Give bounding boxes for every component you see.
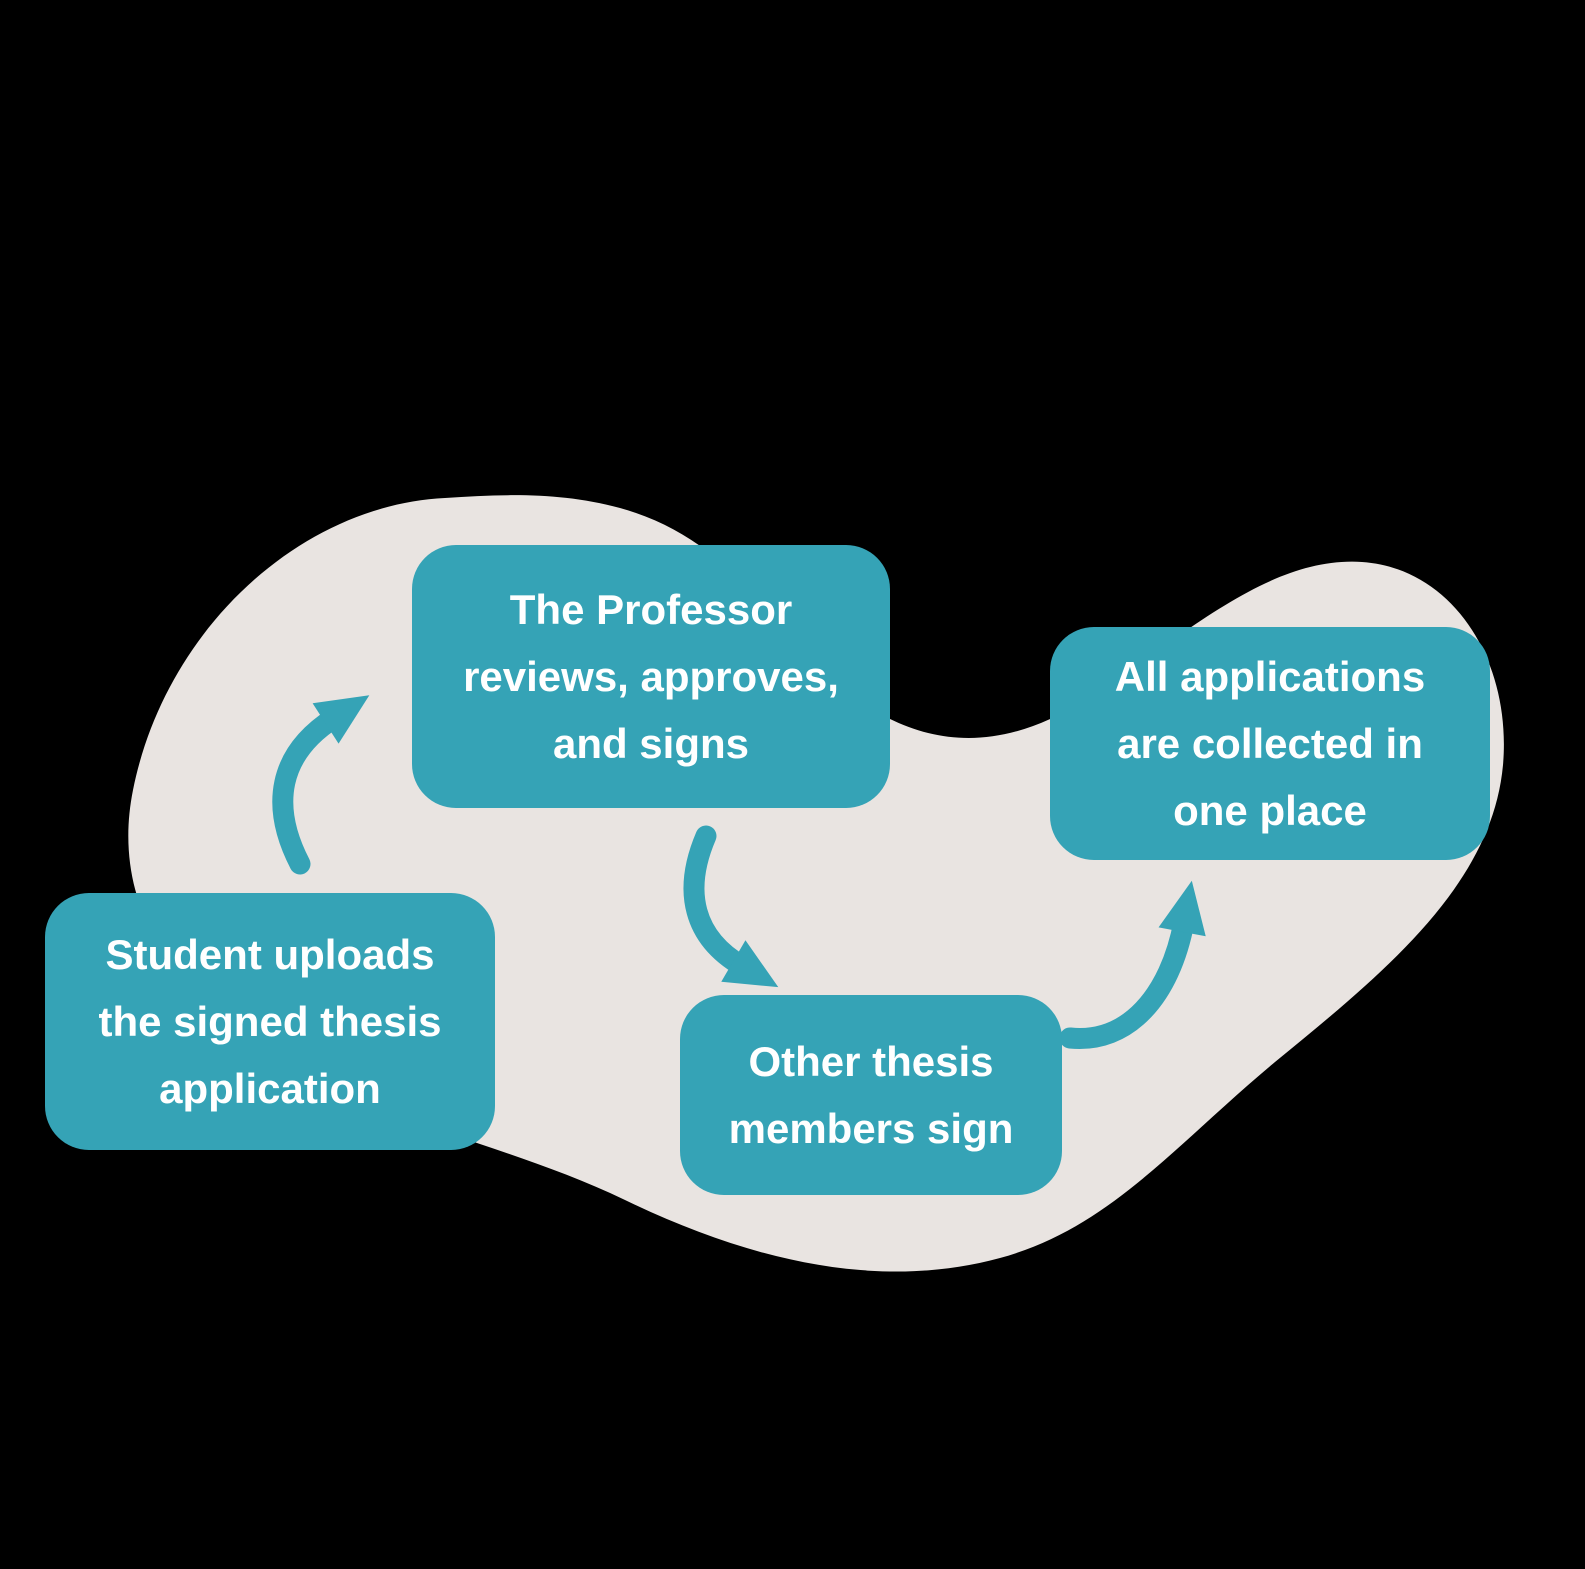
step-text-line: are collected in <box>1117 719 1423 767</box>
step-text-line: reviews, approves, <box>463 652 839 700</box>
arrow-step2-to-step3 <box>683 825 779 988</box>
step-card-applications-collected: All applications are collected in one pl… <box>1050 627 1490 860</box>
step-text-line: members sign <box>728 1105 1014 1152</box>
step-card-professor-reviews: The Professor reviews, approves, and sig… <box>412 545 890 808</box>
arrow-step1-to-step2 <box>272 695 370 875</box>
step-text-line: application <box>159 1065 381 1113</box>
step-text-line: the signed thesis <box>98 997 442 1045</box>
arrow-step3-to-step4 <box>1059 880 1206 1049</box>
step-text-line: one place <box>1173 787 1367 835</box>
step-text-line: All applications <box>1114 652 1426 700</box>
step-text-line: and signs <box>552 720 750 768</box>
step-card-student-uploads: Student uploads the signed thesis applic… <box>45 893 495 1150</box>
step-text-line: Student uploads <box>105 930 435 978</box>
step-text-line: Other thesis <box>748 1037 994 1085</box>
step-text-line: The Professor <box>509 585 793 633</box>
step-card-other-members-sign: Other thesis members sign <box>680 995 1062 1195</box>
